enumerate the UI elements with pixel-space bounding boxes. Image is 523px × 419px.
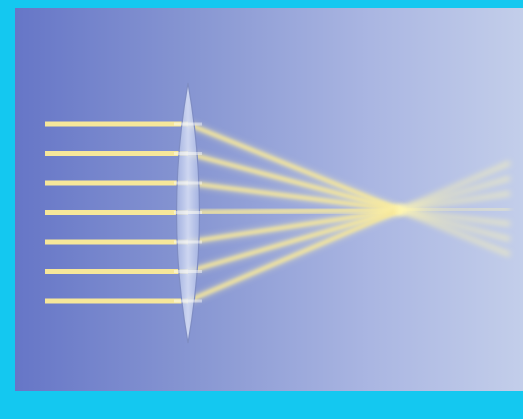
- converging-rays: [188, 124, 405, 301]
- incoming-rays: [45, 124, 188, 301]
- converging-ray: [188, 154, 400, 211]
- diverging-rays: [400, 163, 510, 255]
